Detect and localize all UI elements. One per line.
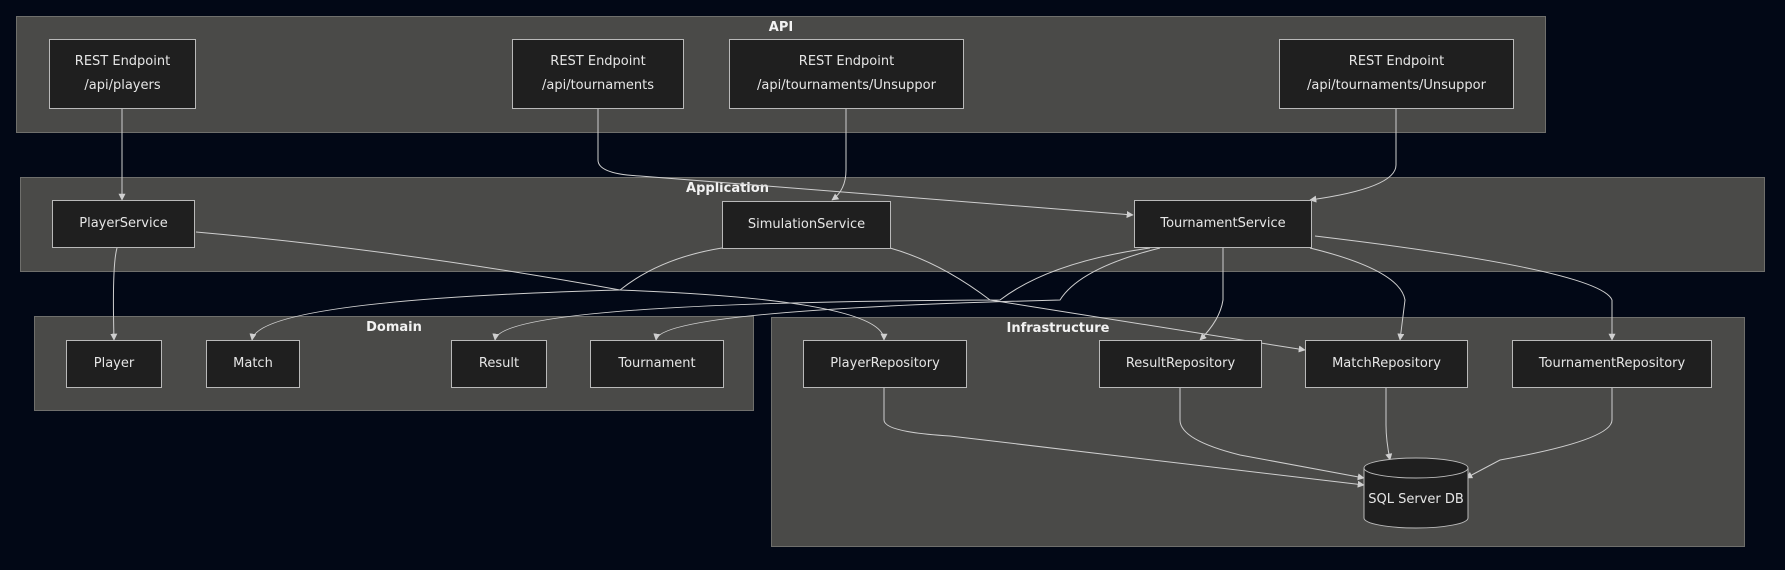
endpoint-title: REST Endpoint [550,54,646,69]
endpoint-path: /api/tournaments/Unsuppor [757,78,936,93]
api-group-title: API [768,20,794,35]
player-service[interactable]: PlayerService [52,200,195,248]
match-repository[interactable]: MatchRepository [1305,340,1468,388]
domain-group-title: Domain [366,320,422,335]
rest-endpoint-tournaments[interactable]: REST Endpoint /api/tournaments [512,39,684,109]
player-repository[interactable]: PlayerRepository [803,340,967,388]
endpoint-title: REST Endpoint [1348,54,1445,69]
simulation-service[interactable]: SimulationService [722,201,891,249]
result-entity[interactable]: Result [451,340,547,388]
rest-endpoint-unsupported-1[interactable]: REST Endpoint /api/tournaments/Unsuppor [729,39,964,109]
endpoint-title: REST Endpoint [74,54,171,69]
rest-endpoint-unsupported-2[interactable]: REST Endpoint /api/tournaments/Unsuppor [1279,39,1514,109]
endpoint-path: /api/players [84,78,161,93]
result-repository[interactable]: ResultRepository [1099,340,1262,388]
tournament-entity[interactable]: Tournament [590,340,724,388]
tournament-repository[interactable]: TournamentRepository [1512,340,1712,388]
player-entity[interactable]: Player [66,340,162,388]
endpoint-path: /api/tournaments/Unsuppor [1307,78,1486,93]
rest-endpoint-players[interactable]: REST Endpoint /api/players [49,39,196,109]
tournament-service[interactable]: TournamentService [1134,200,1312,248]
application-group-title: Application [686,181,769,196]
endpoint-path: /api/tournaments [542,78,654,93]
application-group: Application [20,177,1765,272]
infrastructure-group-title: Infrastructure [1006,321,1110,336]
match-entity[interactable]: Match [206,340,300,388]
endpoint-title: REST Endpoint [798,54,895,69]
sql-server-db-label[interactable]: SQL Server DB [1368,492,1464,507]
